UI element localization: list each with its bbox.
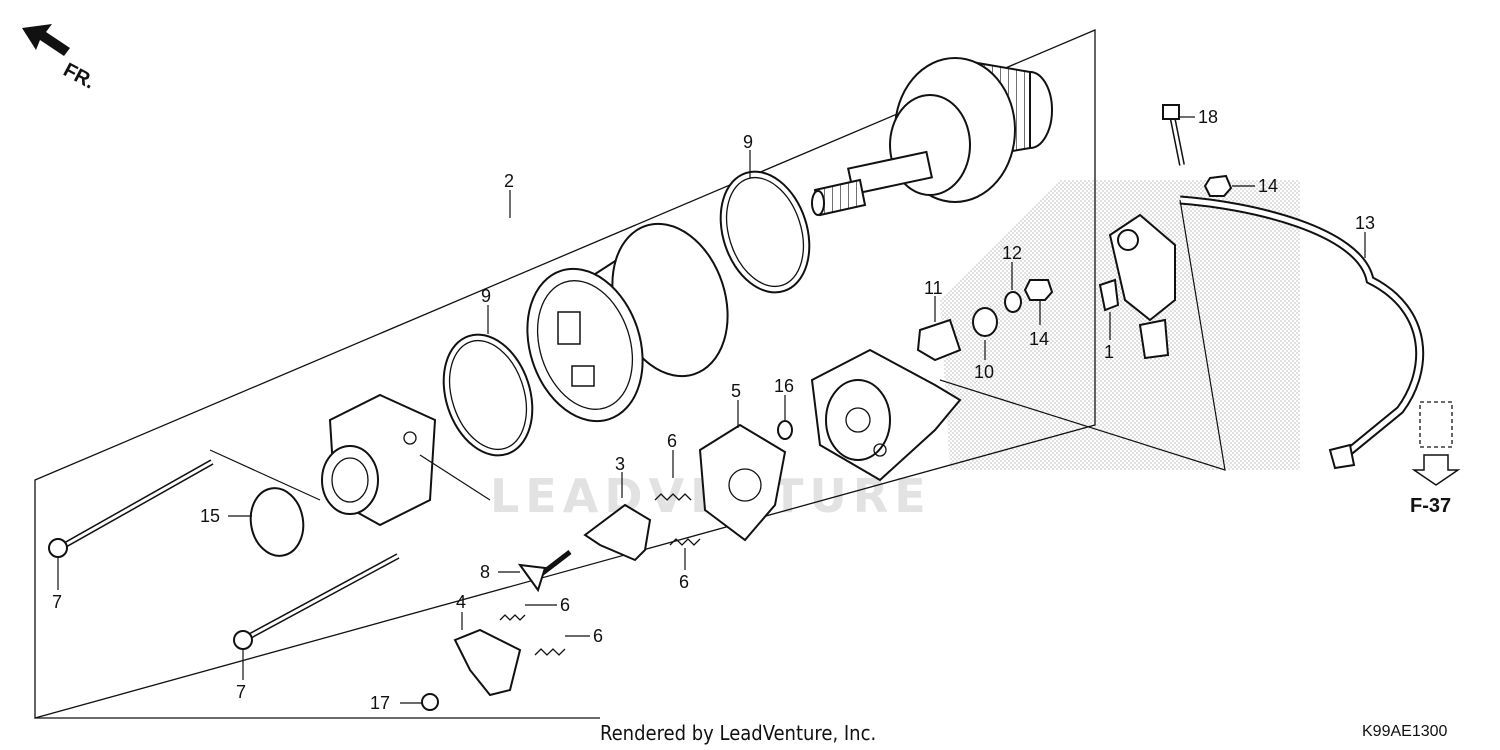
- callout-6-b: 6: [679, 572, 689, 592]
- armature: [811, 57, 1053, 217]
- callout-10: 10: [974, 362, 994, 382]
- brush-4: [453, 628, 522, 697]
- callout-8: 8: [480, 562, 490, 582]
- o-ring-15: [249, 487, 305, 557]
- front-direction-label: FR.: [60, 59, 99, 94]
- callout-4: 4: [456, 592, 466, 612]
- spring-6-a: [654, 493, 692, 501]
- callout-7-b: 7: [236, 682, 246, 702]
- leader-lines: [57, 116, 1366, 704]
- through-bolt-upper: [48, 459, 214, 558]
- callout-5: 5: [731, 381, 741, 401]
- callout-17: 17: [370, 693, 390, 713]
- through-bolt-lower: [233, 553, 400, 650]
- reference-arrow-icon: [1411, 401, 1461, 486]
- callout-6-a: 6: [667, 431, 677, 451]
- reference-label: F-37: [1410, 495, 1451, 517]
- washer-16: [777, 420, 793, 440]
- spring-6-b: [669, 538, 701, 546]
- bolt-18: [1162, 104, 1185, 166]
- washer-12: [1004, 291, 1022, 313]
- diagram-code: K99AE1300: [1362, 723, 1448, 740]
- spring-6-c: [499, 614, 526, 621]
- nut-14-lower: [1023, 279, 1054, 301]
- callout-7-a: 7: [52, 592, 62, 612]
- nut-14-upper: [1203, 174, 1233, 197]
- front-cover: [321, 393, 437, 527]
- o-ring-9-upper: [719, 170, 811, 294]
- callout-18: 18: [1198, 107, 1218, 127]
- callout-11: 11: [924, 278, 943, 298]
- callouts: 1 2 3 4 5 6 6 6 6 7 7 8 9 9 10 11 12 13 …: [52, 107, 1375, 713]
- washer-10: [972, 307, 998, 337]
- callout-14-a: 14: [1258, 176, 1278, 196]
- callout-9-a: 9: [743, 132, 753, 152]
- callout-12: 12: [1002, 243, 1022, 263]
- footer-credit: Rendered by LeadVenture, Inc.: [600, 721, 876, 745]
- callout-13: 13: [1355, 213, 1375, 233]
- terminal-bolt-8: [517, 550, 572, 593]
- insulator-11: [916, 318, 962, 362]
- spring-6-d: [534, 648, 566, 656]
- callout-6-c: 6: [560, 595, 570, 615]
- front-arrow-icon: FR.: [22, 24, 98, 94]
- callout-14-b: 14: [1029, 329, 1049, 349]
- callout-15: 15: [200, 506, 220, 526]
- brush-3: [583, 503, 652, 562]
- callout-6-d: 6: [593, 626, 603, 646]
- starter-motor-cable: [1108, 195, 1425, 470]
- callout-3: 3: [615, 454, 625, 474]
- callout-9-b: 9: [481, 286, 491, 306]
- callout-16: 16: [774, 376, 794, 396]
- rear-cover: [810, 348, 962, 482]
- terminal-clip-1: [1098, 278, 1120, 312]
- yoke-housing: [526, 222, 729, 423]
- callout-1: 1: [1104, 342, 1114, 362]
- screw-17: [421, 693, 439, 711]
- o-ring-9-lower: [442, 333, 534, 457]
- brush-holder: [698, 423, 787, 542]
- callout-2: 2: [504, 171, 514, 191]
